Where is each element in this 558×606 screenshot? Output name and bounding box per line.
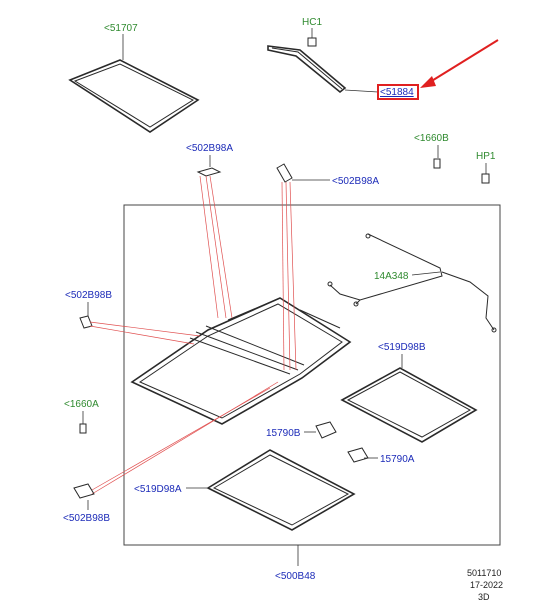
- part-519d98b-sunshade: [340, 354, 478, 443]
- callout-15790b[interactable]: 15790B: [266, 428, 301, 439]
- footer-drawing-number: 5011710: [467, 568, 501, 578]
- part-502b98a-clip-left: [196, 155, 222, 177]
- part-502b98b-clip-bottom: [73, 483, 95, 510]
- callout-502b98a-top-right[interactable]: <502B98A: [332, 176, 379, 187]
- part-14a348-wiring-harness: [327, 233, 497, 333]
- callout-51884[interactable]: <51884: [380, 87, 414, 98]
- part-15790a-motor: [347, 447, 378, 463]
- part-502b98b-clip-left: [79, 302, 93, 329]
- callout-14a348[interactable]: 14A348: [374, 271, 409, 282]
- callout-15790a[interactable]: 15790A: [380, 454, 415, 465]
- footer-date-code: 17-2022: [470, 580, 503, 590]
- part-1660b-screw: [433, 145, 441, 169]
- footer-view-type: 3D: [478, 592, 490, 602]
- assembly-frame-box: [123, 204, 501, 546]
- part-51884-deflector: [267, 28, 379, 94]
- callout-519d98a[interactable]: <519D98A: [134, 484, 182, 495]
- callout-502b98b-bottom[interactable]: <502B98B: [63, 513, 110, 524]
- callout-hc1[interactable]: HC1: [302, 17, 322, 28]
- part-51707-glass-panel: [68, 34, 200, 133]
- callout-502b98a-top-left[interactable]: <502B98A: [186, 143, 233, 154]
- callout-500b48[interactable]: <500B48: [275, 571, 316, 582]
- part-1660a-screw: [79, 411, 87, 434]
- part-502b98a-clip-right: [276, 163, 330, 183]
- highlight-box-51884: [377, 84, 419, 100]
- part-hp1-plug: [481, 163, 490, 184]
- callout-51707[interactable]: <51707: [104, 23, 138, 34]
- red-arrow-icon: [420, 39, 499, 88]
- callout-1660b[interactable]: <1660B: [414, 133, 449, 144]
- callout-502b98b-left[interactable]: <502B98B: [65, 290, 112, 301]
- part-frame-assembly: [130, 297, 352, 425]
- projection-lines: [89, 175, 297, 495]
- part-519d98a-sunshade: [186, 449, 356, 531]
- callout-519d98b[interactable]: <519D98B: [378, 342, 426, 353]
- callout-1660a[interactable]: <1660A: [64, 399, 99, 410]
- callout-hp1[interactable]: HP1: [476, 151, 496, 162]
- part-15790b-motor: [304, 421, 337, 439]
